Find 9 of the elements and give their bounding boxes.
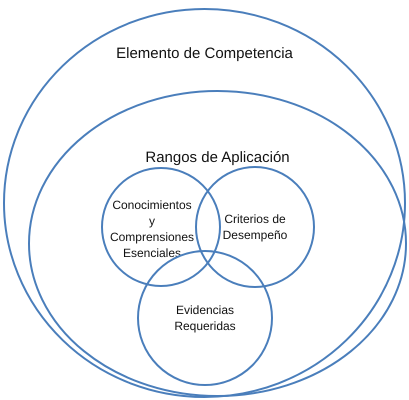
heading-text: Rangos de Aplicación [144,150,291,166]
venn-circle [101,167,221,287]
circle-label: Criterios de Desempeño [222,211,288,243]
venn-circle [195,166,315,288]
circle-label: Evidencias Requeridas [173,302,237,334]
outer-ellipse [3,8,406,398]
circle-label: Conocimientos y Comprensiones Esenciales [108,197,196,261]
heading-text: Elemento de Competencia [115,46,294,62]
inner-ellipse [28,90,407,397]
